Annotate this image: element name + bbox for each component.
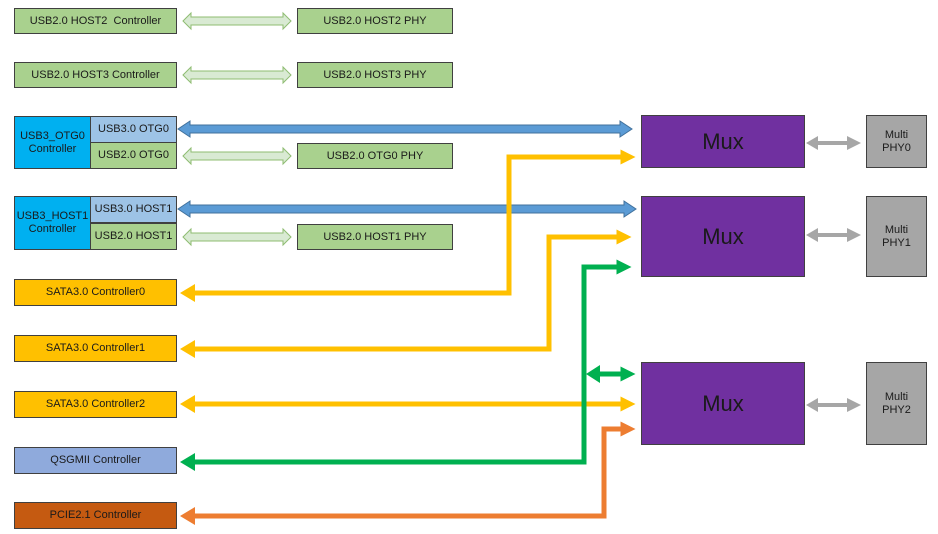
usb2-host1-phy-label: USB2.0 HOST1 PHY (323, 230, 427, 243)
mux-1: Mux (641, 196, 805, 277)
sata1-controller: SATA3.0 Controller1 (14, 335, 177, 362)
mux-2: Mux (641, 362, 805, 445)
usb2-otg0-phy: USB2.0 OTG0 PHY (297, 143, 453, 169)
usb2-otg0-port-label: USB2.0 OTG0 (98, 149, 169, 161)
usb2-host3-controller: USB2.0 HOST3 Controller (14, 62, 177, 88)
mux-1-label: Mux (702, 224, 744, 249)
usb3-host1-port: USB3.0 HOST1 (90, 196, 177, 223)
usb2-host3-phy-label: USB2.0 HOST3 PHY (323, 68, 427, 81)
multi-phy-2-label: Multi PHY2 (882, 390, 911, 416)
usb3-host1-controller: USB3_HOST1 Controller (14, 196, 91, 250)
sata2-arrowhead (180, 395, 195, 413)
usb2-host1-port-label: USB2.0 HOST1 (94, 230, 173, 242)
usb2-host2-phy-label: USB2.0 HOST2 PHY (323, 14, 427, 27)
mux-2-label: Mux (702, 391, 744, 416)
usb2-otg0-link (182, 146, 292, 166)
multi-phy-0-label: Multi PHY0 (882, 128, 911, 154)
usb3-host1-link (177, 200, 637, 218)
usb3-otg0-link (177, 120, 633, 138)
qsgmii-controller: QSGMII Controller (14, 447, 177, 474)
sata2-controller: SATA3.0 Controller2 (14, 391, 177, 418)
sata0-controller-label: SATA3.0 Controller0 (45, 286, 146, 298)
mux0-phy0-back-arrowhead (806, 136, 818, 150)
usb3-host1-port-label: USB3.0 HOST1 (94, 203, 173, 215)
qsgmii-controller-label: QSGMII Controller (50, 454, 141, 466)
multi-phy-2: Multi PHY2 (866, 362, 927, 445)
usb3-otg0-controller: USB3_OTG0 Controller (14, 116, 91, 169)
usb2-host2-controller-label: USB2.0 HOST2 Controller (29, 14, 162, 27)
sata1-link (195, 229, 632, 352)
sata2-controller-label: SATA3.0 Controller2 (45, 398, 146, 410)
usb2-otg0-phy-label: USB2.0 OTG0 PHY (326, 149, 424, 162)
sata1-controller-label: SATA3.0 Controller1 (45, 342, 146, 354)
usb2-host1-link (182, 227, 292, 247)
pcie-link (195, 421, 636, 519)
mux1-phy1-back-arrowhead (806, 228, 818, 242)
multi-phy-1-label: Multi PHY1 (882, 223, 911, 249)
usb3-otg0-port: USB3.0 OTG0 (90, 116, 177, 143)
qsgmii-branch-arrowhead (586, 365, 600, 383)
usb2-host1-phy: USB2.0 HOST1 PHY (297, 224, 453, 250)
multi-phy-1: Multi PHY1 (866, 196, 927, 277)
mux-0-label: Mux (702, 129, 744, 154)
multi-phy-0: Multi PHY0 (866, 115, 927, 168)
qsgmii-arrowhead (180, 453, 195, 471)
usb2-host2-phy: USB2.0 HOST2 PHY (297, 8, 453, 34)
usb2-host3-link (182, 65, 292, 85)
pcie-arrowhead (180, 507, 195, 525)
sata0-link (195, 149, 636, 296)
usb3-otg0-controller-label: USB3_OTG0 Controller (20, 129, 85, 155)
usb3-link-arrows (177, 120, 637, 218)
usb2-link-arrows (182, 11, 292, 247)
usb3-host1-controller-label: USB3_HOST1 Controller (16, 210, 89, 235)
usb3-otg0-port-label: USB3.0 OTG0 (98, 123, 169, 135)
pcie-controller-label: PCIE2.1 Controller (49, 509, 142, 521)
usb2-host3-phy: USB2.0 HOST3 PHY (297, 62, 453, 88)
usb2-host2-controller: USB2.0 HOST2 Controller (14, 8, 177, 34)
usb2-host3-controller-label: USB2.0 HOST3 Controller (31, 68, 160, 81)
sata0-controller: SATA3.0 Controller0 (14, 279, 177, 306)
usb2-host2-link (182, 11, 292, 31)
usb2-otg0-port: USB2.0 OTG0 (90, 142, 177, 169)
mux2-phy2-back-arrowhead (806, 398, 818, 412)
usb2-host1-port: USB2.0 HOST1 (90, 223, 177, 250)
pcie-controller: PCIE2.1 Controller (14, 502, 177, 529)
sata1-arrowhead (180, 340, 195, 358)
sata0-arrowhead (180, 284, 195, 302)
mux-0: Mux (641, 115, 805, 168)
qsgmii-link (195, 259, 632, 465)
